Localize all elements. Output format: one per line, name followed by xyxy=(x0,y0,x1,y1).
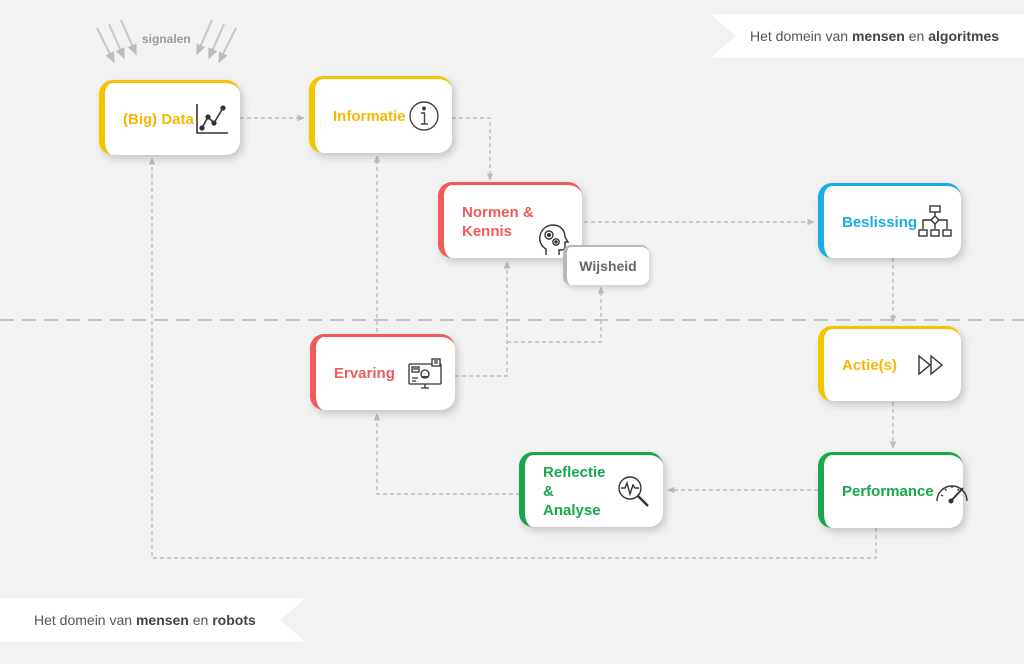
flowchart-icon xyxy=(917,204,953,240)
node-beslissing-label: Beslissing xyxy=(842,213,918,231)
magnifier-pulse-icon xyxy=(615,473,651,509)
banner-top-mid: en xyxy=(904,28,929,44)
node-normen-kennis[interactable]: Normen & Kennis xyxy=(438,182,582,258)
node-informatie[interactable]: Informatie xyxy=(309,76,452,153)
banner-robots-domain: Het domein van mensen en robots xyxy=(0,598,306,642)
head-gears-icon xyxy=(534,204,570,255)
flow-connectors xyxy=(148,114,897,559)
node-reflectie-analyse[interactable]: Reflectie & Analyse xyxy=(519,452,663,527)
banner-top-prefix: Het domein van xyxy=(750,28,852,44)
node-performance-label: Performance xyxy=(842,483,934,500)
banner-bottom-mid: en xyxy=(188,612,213,628)
signal-rays xyxy=(96,19,237,64)
banner-bottom-bold2: robots xyxy=(212,612,256,628)
node-beslissing[interactable]: Beslissing xyxy=(818,183,961,258)
node-normen-label: Normen & Kennis xyxy=(462,203,534,240)
speedometer-icon xyxy=(934,474,970,510)
banner-top-bold1: mensen xyxy=(851,28,905,44)
fast-forward-icon xyxy=(913,347,949,383)
node-ervaring[interactable]: Ervaring xyxy=(310,334,455,410)
edge-ervaring-normen xyxy=(455,261,511,377)
node-acties[interactable]: Actie(s) xyxy=(818,326,961,401)
info-icon xyxy=(406,98,442,134)
banner-bottom-bold1: mensen xyxy=(135,612,189,628)
node-acties-label: Actie(s) xyxy=(842,356,898,374)
monitor-dashboard-icon xyxy=(407,356,443,392)
node-performance[interactable]: Performance xyxy=(818,452,968,528)
banner-top-bold2: algoritmes xyxy=(928,28,1000,44)
banner-bottom-prefix: Het domein van xyxy=(34,612,136,628)
edge-informatie-normen xyxy=(452,117,494,181)
node-informatie-label: Informatie xyxy=(333,107,406,125)
edge-performance-bigdata xyxy=(148,157,877,559)
node-big-data[interactable]: (Big) Data xyxy=(99,80,240,155)
node-reflectie-label: Reflectie & Analyse xyxy=(543,463,606,519)
signals-label: signalen xyxy=(142,32,191,46)
node-wijsheid[interactable]: Wijsheid xyxy=(563,245,649,285)
node-big-data-label: (Big) Data xyxy=(123,110,194,128)
edge-reflectie-ervaring xyxy=(373,413,520,495)
line-chart-icon xyxy=(194,101,230,137)
banner-algorithms-domain: Het domein van mensen en algoritmes xyxy=(710,14,1024,58)
edge-ervaring-wijsheid xyxy=(507,286,605,343)
node-ervaring-label: Ervaring xyxy=(334,365,395,382)
